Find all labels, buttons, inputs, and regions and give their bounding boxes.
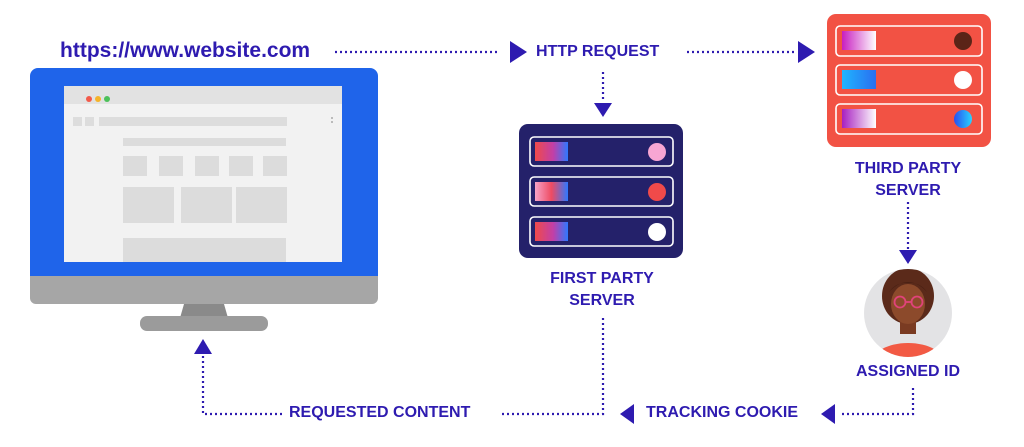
browser-titlebar: [64, 86, 342, 104]
maximize-dot-icon: [104, 96, 110, 102]
server-unit: [835, 103, 983, 135]
website-url: https://www.website.com: [60, 39, 311, 62]
server-led-icon: [648, 183, 666, 201]
server-light-bar: [842, 31, 876, 50]
arrow-right-icon: [510, 41, 527, 63]
arrow-right-icon: [798, 41, 815, 63]
server-led-icon: [648, 223, 666, 241]
arrow-left-icon: [821, 404, 835, 424]
third-party-server-label: THIRD PARTY SERVER: [826, 158, 990, 202]
monitor-foot: [140, 316, 268, 331]
glasses-icon: [893, 295, 924, 309]
arrow-down-icon: [899, 250, 917, 264]
monitor-stand: [180, 304, 228, 318]
server-light-bar: [535, 142, 568, 161]
server-led-icon: [954, 71, 972, 89]
server-led-icon: [648, 143, 666, 161]
server-unit: [529, 176, 674, 207]
id-to-cookie-connector: [840, 388, 915, 416]
first-party-server-label: FIRST PARTY SERVER: [520, 268, 684, 312]
page-tile: [229, 156, 253, 176]
arrow-down-icon: [594, 103, 612, 117]
page-block: [236, 187, 287, 223]
page-tile: [123, 156, 147, 176]
third-party-label-line: THIRD PARTY: [854, 160, 962, 177]
tracking-cookie-label: TRACKING COOKIE: [646, 404, 798, 421]
arrow-left-icon: [620, 404, 634, 424]
server-unit: [835, 25, 983, 57]
server-unit: [529, 216, 674, 247]
page-tile: [159, 156, 183, 176]
content-to-monitor-connector: [201, 356, 282, 416]
assigned-id-label: ASSIGNED ID: [855, 363, 960, 380]
first-party-label-line: FIRST PARTY: [550, 270, 654, 287]
server-light-bar: [842, 109, 876, 128]
close-dot-icon: [86, 96, 92, 102]
server-unit: [529, 136, 674, 167]
requested-content-label: REQUESTED CONTENT: [289, 404, 471, 421]
third-party-server: [827, 14, 991, 147]
server-unit: [835, 64, 983, 96]
page-footer-block: [123, 238, 286, 262]
page-tile: [263, 156, 287, 176]
page-block: [123, 187, 174, 223]
monitor: [30, 68, 378, 331]
page-header-block: [123, 138, 286, 146]
server-led-icon: [954, 110, 972, 128]
address-bar: [99, 117, 287, 126]
nav-button: [73, 117, 82, 126]
nav-button: [85, 117, 94, 126]
first-party-label-line: SERVER: [569, 292, 635, 309]
arrow-up-icon: [194, 339, 212, 354]
minimize-dot-icon: [95, 96, 101, 102]
page-block: [181, 187, 232, 223]
page-tile: [195, 156, 219, 176]
server-led-icon: [954, 32, 972, 50]
first-party-server: [519, 124, 683, 258]
first-party-to-content-connector: [500, 318, 605, 416]
server-light-bar: [535, 222, 568, 241]
server-light-bar: [842, 70, 876, 89]
http-request-label: HTTP REQUEST: [536, 43, 660, 60]
server-light-bar: [535, 182, 568, 201]
third-party-label-line: SERVER: [875, 182, 941, 199]
